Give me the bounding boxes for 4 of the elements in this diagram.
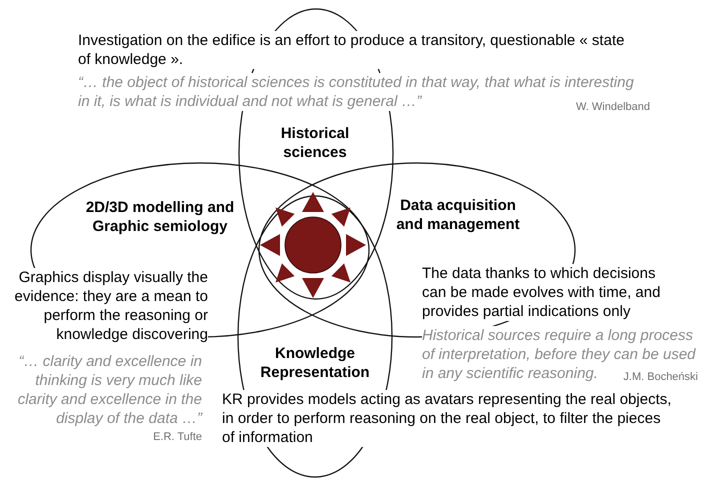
ellipse-title: 2D/3D modelling and Graphic semiology bbox=[84, 198, 236, 236]
ellipse-title: Historical sciences bbox=[280, 124, 350, 162]
ellipse-title: Data acquisition and management bbox=[395, 196, 521, 234]
ellipse-title: Knowledge Representation bbox=[259, 344, 371, 382]
